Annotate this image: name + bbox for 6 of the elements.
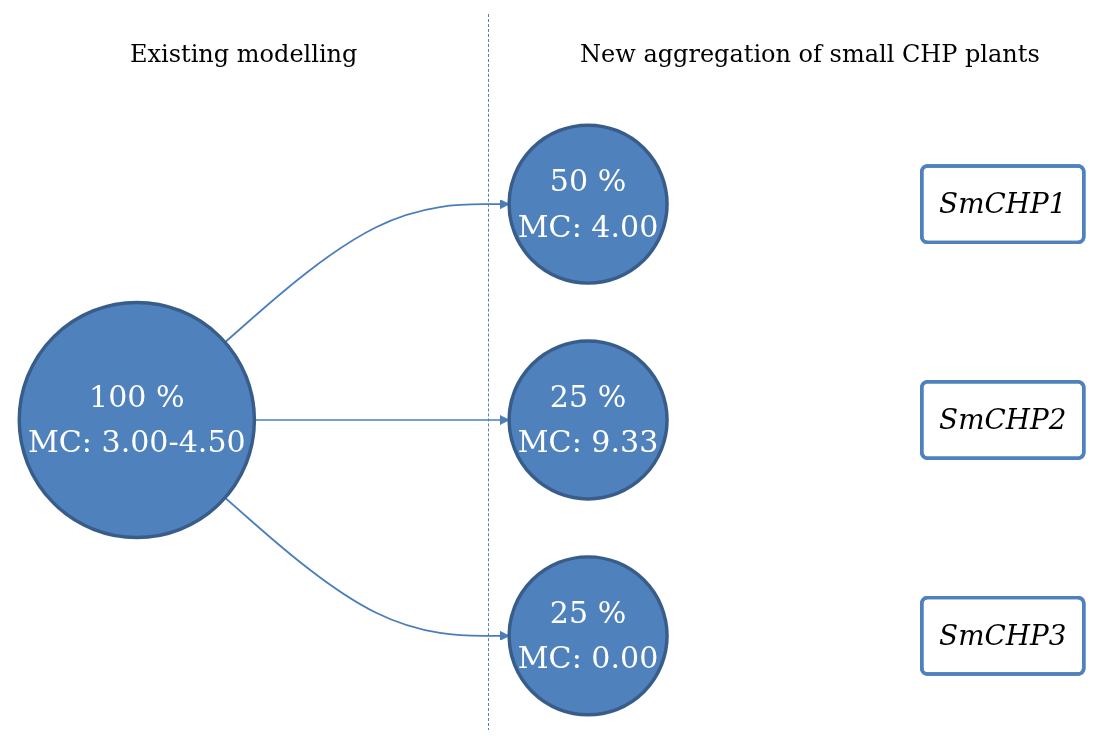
node-circle: 25 % MC: 0.00 [507,555,669,717]
node-circle: 50 % MC: 4.00 [507,123,669,285]
column-heading: Existing modelling [130,40,358,68]
node-circle: 25 % MC: 9.33 [507,339,669,501]
column-heading: New aggregation of small CHP plants [580,40,1040,68]
node-circle: 100 % MC: 3.00-4.50 [17,300,257,540]
